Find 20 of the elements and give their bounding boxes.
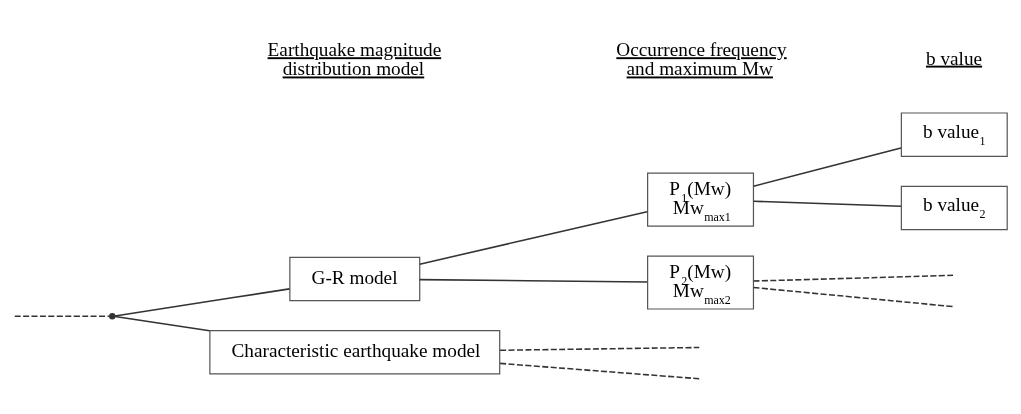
connector (419, 278, 648, 283)
connector (499, 346, 701, 352)
label: b value (926, 47, 983, 69)
label: Earthquake magnitude distribution model (267, 39, 442, 80)
connector (13, 315, 111, 317)
connector (752, 286, 954, 308)
node-box: G-R model (289, 256, 421, 302)
connector (752, 274, 954, 282)
label: Occurrence frequency and maximum Mw (616, 39, 787, 80)
connector (752, 147, 902, 187)
connector (752, 200, 902, 207)
node-box: b value$_{2}$ (900, 185, 1008, 231)
node-box: b value$_{1}$ (900, 112, 1008, 157)
connector (419, 210, 648, 265)
node-box: P$_{1}$(Mw) Mw$_{max1}$ (647, 172, 755, 227)
node-box: Characteristic earthquake model (209, 330, 501, 375)
connector (114, 315, 211, 332)
connector (114, 288, 291, 317)
connector (499, 362, 701, 380)
node-point (109, 313, 116, 320)
